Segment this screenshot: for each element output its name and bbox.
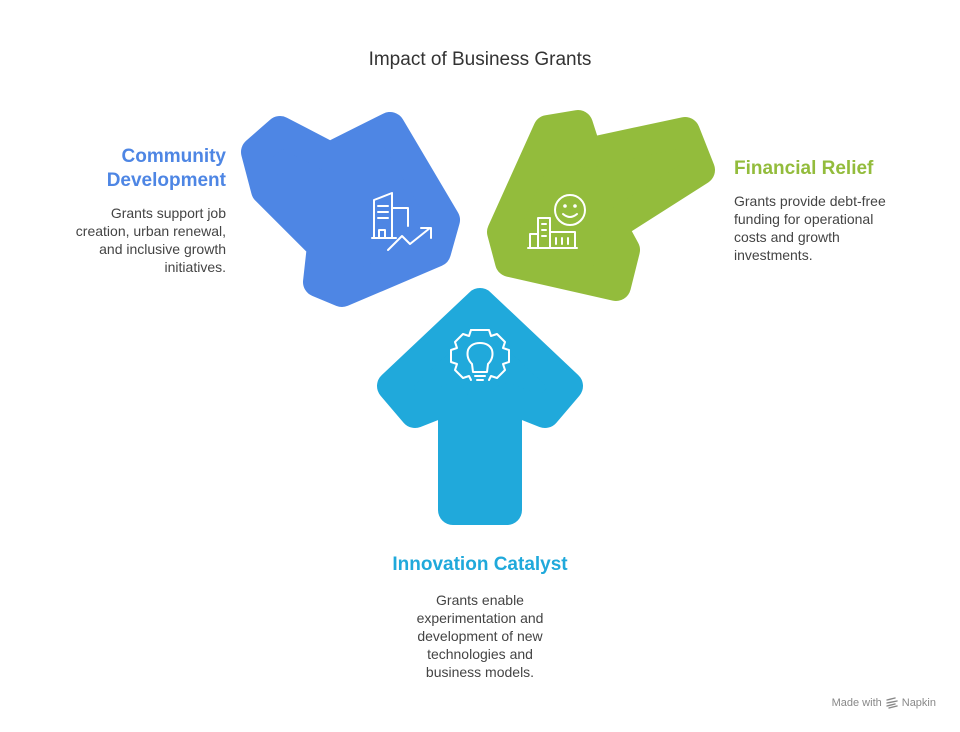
community-description: Grants support job creation, urban renew… (76, 204, 226, 276)
community-arrow (241, 112, 460, 307)
financial-heading: Financial Relief (734, 158, 874, 179)
made-with-label: Made with (831, 697, 882, 709)
napkin-brand-label: Napkin (901, 697, 936, 709)
financial-desc-line: Grants provide debt-free (734, 193, 886, 209)
community-desc-line: and inclusive growth (99, 241, 226, 257)
innovation-heading: Innovation Catalyst (392, 554, 568, 575)
innovation-arrow (377, 288, 583, 525)
community-heading-line1: Community (121, 146, 227, 167)
community-desc-line: Grants support job (110, 205, 226, 221)
community-desc-line: initiatives. (164, 259, 226, 275)
diagram-title: Impact of Business Grants (368, 49, 592, 70)
innovation-description: Grants enable experimentation and develo… (330, 591, 630, 681)
financial-desc-line: investments. (734, 247, 813, 263)
innovation-desc-line: technologies and (427, 646, 533, 662)
financial-arrow (487, 110, 715, 301)
community-heading-line2: Development (106, 170, 226, 191)
napkin-logo-icon (886, 697, 898, 709)
napkin-attribution[interactable]: Made with Napkin (832, 697, 936, 709)
community-desc-line: creation, urban renewal, (75, 223, 226, 239)
financial-desc-line: costs and growth (734, 229, 840, 245)
gear-lightbulb-icon (450, 329, 510, 381)
innovation-desc-line: Grants enable (436, 592, 524, 608)
innovation-desc-line: business models. (425, 664, 535, 680)
community-heading: Community Development (107, 145, 226, 193)
financial-description: Grants provide debt-free funding for ope… (734, 192, 886, 264)
buildings-growth-icon (371, 192, 432, 251)
smiling-buildings-icon (527, 194, 586, 249)
innovation-desc-line: experimentation and (416, 610, 544, 626)
financial-desc-line: funding for operational (734, 211, 874, 227)
innovation-desc-line: development of new (417, 628, 543, 644)
